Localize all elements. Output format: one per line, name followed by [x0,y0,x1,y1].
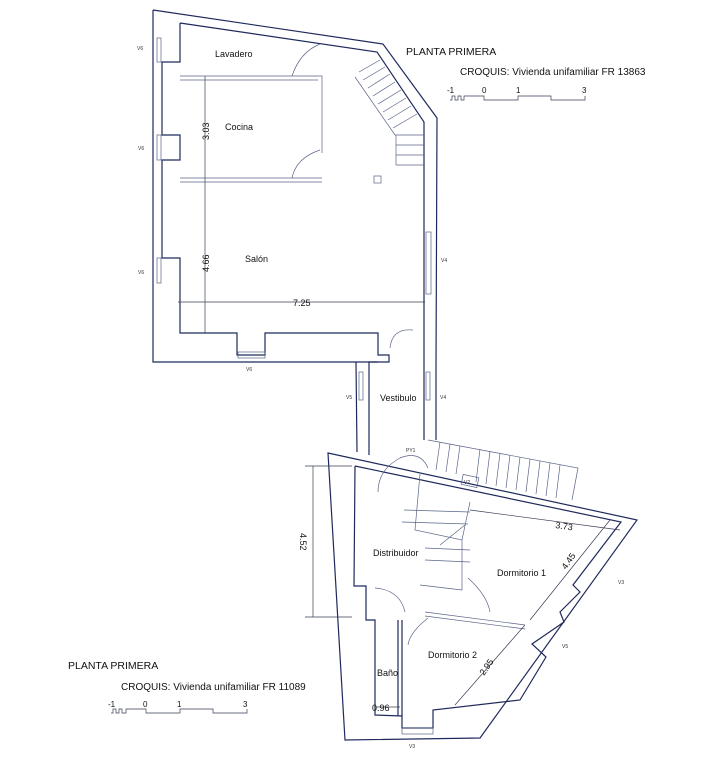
scale-label: 1 [516,86,521,95]
opening-label: V6 [246,367,252,373]
dimension-cocina-height: 3.03 [201,122,211,140]
upper-plan-walls [152,9,438,455]
room-label-dormitorio-2: Dormitorio 2 [428,650,477,660]
room-label-bano: Baño [377,668,398,678]
opening-label: PY1 [406,448,416,454]
opening-label: V5 [346,395,352,401]
dimension-d2-depth: 2.95 [477,657,495,677]
opening-label: V5 [562,644,568,650]
room-label-vestibulo: Vestibulo [380,393,417,403]
room-label-distribuidor: Distribuidor [373,548,419,558]
dimension-d1-width: 3.73 [555,520,574,532]
scale-label: 3 [582,86,587,95]
room-label-cocina: Cocina [225,122,253,132]
dimension-d1-depth: 4.45 [559,551,577,571]
opening-label: V3 [618,580,624,586]
scale-label: 0 [143,700,148,709]
opening-label: V4 [440,395,446,401]
upper-plan-subtitle: CROQUIS: Vivienda unifamiliar FR 13863 [460,67,646,78]
opening-label: V6 [138,270,144,276]
dimension-salon-height: 4.66 [201,254,211,272]
room-label-salon: Salón [245,254,268,264]
scale-bar-lower [111,708,248,714]
room-label-dormitorio-1: Dormitorio 1 [497,568,546,578]
dimension-width: 7.25 [293,298,311,308]
scale-label: -1 [108,700,116,709]
dimension-bano-width: 0.96 [372,703,390,713]
lower-plan-title: PLANTA PRIMERA [68,660,158,672]
opening-label: V6 [138,146,144,152]
lower-plan-subtitle: CROQUIS: Vivienda unifamiliar FR 11089 [121,682,306,693]
opening-label: V6 [137,46,143,52]
opening-label: V4 [441,258,447,264]
opening-label: V3 [409,744,415,750]
scale-label: 0 [482,86,487,95]
upper-plan-title: PLANTA PRIMERA [406,46,496,58]
scale-label: 1 [177,700,182,709]
scale-label: -1 [447,86,455,95]
dimension-height: 4.52 [298,533,308,551]
scale-label: 3 [243,700,248,709]
stairs-upper [354,59,424,166]
scale-bar-upper [450,95,586,101]
room-label-lavadero: Lavadero [215,49,253,59]
opening-label: V2 [464,480,470,486]
lower-plan-walls [305,439,639,741]
stairs-lower [401,439,579,591]
